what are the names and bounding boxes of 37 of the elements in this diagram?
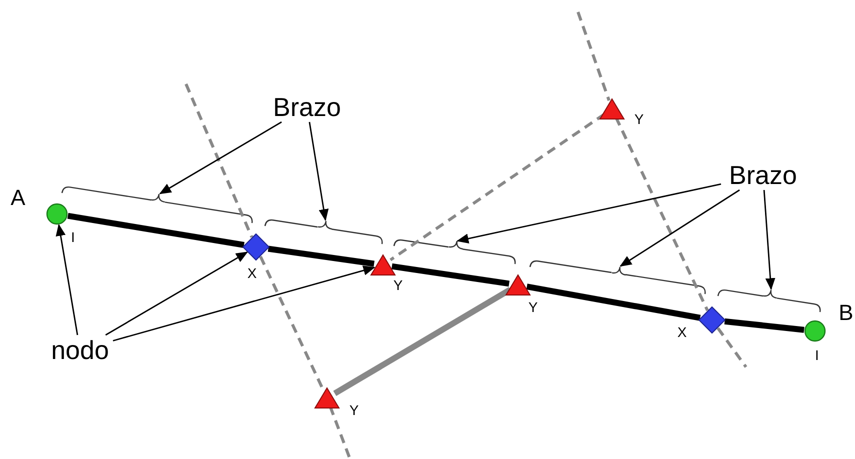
curly-brace [316, 220, 332, 230]
curly-brace [762, 289, 778, 300]
arrow [159, 121, 282, 194]
line [391, 263, 510, 287]
curly-brace [610, 266, 626, 276]
label-text: Brazo [273, 94, 341, 120]
node-label: I [71, 230, 75, 244]
node-label: Y [634, 112, 644, 126]
dashed-line [259, 256, 325, 390]
node-label: B [838, 302, 854, 324]
dashed-line [716, 327, 748, 368]
arrow [763, 190, 776, 290]
line [724, 318, 804, 333]
arrow [308, 122, 329, 222]
arrow [456, 183, 722, 244]
node-label: X [677, 325, 687, 339]
arrow [112, 266, 376, 342]
dashed-line [576, 12, 610, 101]
dashed-line [390, 112, 606, 262]
label-text: nodo [51, 337, 109, 363]
node-label: Y [349, 403, 359, 417]
line [333, 287, 512, 396]
dashed-line [184, 83, 254, 238]
arrow [105, 252, 248, 336]
line [268, 246, 374, 267]
label-text: Brazo [729, 162, 797, 188]
arrow [56, 224, 78, 336]
node-label: I [815, 348, 819, 362]
line [67, 212, 244, 248]
node-label: Y [393, 278, 403, 292]
curly-brace [448, 240, 464, 250]
arrow [620, 189, 740, 267]
node-label: X [247, 266, 257, 280]
node-label: A [10, 187, 26, 209]
line [526, 284, 701, 321]
node-label: Y [528, 300, 538, 314]
curly-brace [150, 193, 166, 204]
